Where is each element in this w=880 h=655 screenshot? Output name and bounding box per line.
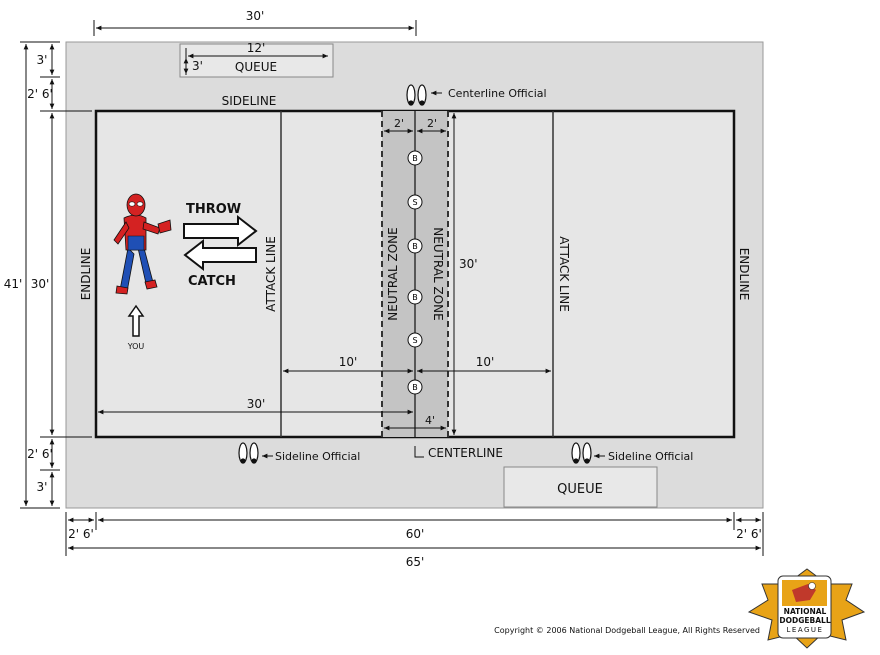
ball-4: B	[407, 289, 423, 305]
label-catch: CATCH	[188, 274, 236, 289]
label-queue-top: QUEUE	[235, 60, 277, 74]
sideline-official-right-icon	[571, 442, 592, 464]
label-centerline-official: Centerline Official	[448, 87, 547, 100]
dim-attack-left: 10'	[339, 355, 358, 369]
ball-label: B	[412, 242, 418, 251]
dim-court-width: 30'	[31, 277, 50, 291]
dim-half-court: 30'	[247, 397, 266, 411]
label-attack-line-right: ATTACK LINE	[557, 236, 571, 312]
label-throw: THROW	[186, 202, 241, 217]
dim-attack-right: 10'	[476, 355, 495, 369]
dim-top-gap: 2' 6'	[27, 87, 53, 101]
label-centerline: CENTERLINE	[428, 446, 503, 460]
logo-line3: LEAGUE	[787, 626, 824, 634]
label-neutral-zone-right: NEUTRAL ZONE	[431, 227, 445, 320]
label-sideline-official-left: Sideline Official	[275, 450, 360, 463]
dim-right-margin: 2' 6'	[736, 527, 762, 541]
you-arrow-icon	[127, 304, 145, 337]
dim-court-length: 60'	[406, 527, 425, 541]
dim-top-queue-depth: 3'	[37, 53, 48, 67]
logo-line1: NATIONAL	[784, 607, 827, 616]
label-attack-line-left: ATTACK LINE	[264, 236, 278, 312]
catch-arrow-icon	[183, 238, 257, 272]
dim-neutral-left: 2'	[394, 117, 404, 130]
label-sideline-official-right: Sideline Official	[608, 450, 693, 463]
dim-queue-width: 12'	[247, 41, 266, 55]
dim-bottom-gap: 2' 6'	[27, 447, 53, 461]
ball-label: B	[412, 293, 418, 302]
dim-bottom-queue-depth: 3'	[37, 480, 48, 494]
ball-label: B	[412, 383, 418, 392]
ball-label: S	[412, 336, 417, 345]
balls-group: B S B B S B	[407, 150, 423, 395]
dim-left-margin: 2' 6'	[68, 527, 94, 541]
label-queue-bottom: QUEUE	[557, 482, 603, 497]
ball-3: B	[407, 238, 423, 254]
ball-6: B	[407, 379, 423, 395]
ball-label: B	[412, 154, 418, 163]
throw-arrow-icon	[183, 214, 258, 248]
label-sideline: SIDELINE	[222, 94, 277, 108]
copyright-text: Copyright © 2006 National Dodgeball Leag…	[494, 626, 760, 635]
sideline-official-left-icon	[238, 442, 259, 464]
ball-label: S	[412, 198, 417, 207]
label-endline-left: ENDLINE	[79, 248, 93, 301]
player-figure-icon	[113, 193, 172, 295]
dim-top-width: 30'	[246, 9, 265, 23]
label-endline-right: ENDLINE	[737, 248, 751, 301]
label-you: YOU	[127, 342, 145, 351]
ndl-logo: NATIONAL DODGEBALL LEAGUE	[747, 568, 866, 649]
logo-line2: DODGEBALL	[779, 616, 830, 625]
dim-neutral-total: 4'	[425, 414, 435, 427]
ball-5: S	[407, 332, 423, 348]
dim-total-length: 65'	[406, 555, 425, 569]
label-neutral-zone-left: NEUTRAL ZONE	[386, 227, 400, 320]
centerline-official-icon	[406, 84, 427, 106]
dim-neutral-height: 30'	[459, 257, 478, 271]
queue-bottom	[503, 466, 658, 508]
ball-1: B	[407, 150, 423, 166]
dim-neutral-right: 2'	[427, 117, 437, 130]
queue-top	[179, 43, 334, 78]
dim-queue-depth: 3'	[192, 59, 203, 73]
dim-total-width: 41'	[4, 277, 23, 291]
ball-2: S	[407, 194, 423, 210]
